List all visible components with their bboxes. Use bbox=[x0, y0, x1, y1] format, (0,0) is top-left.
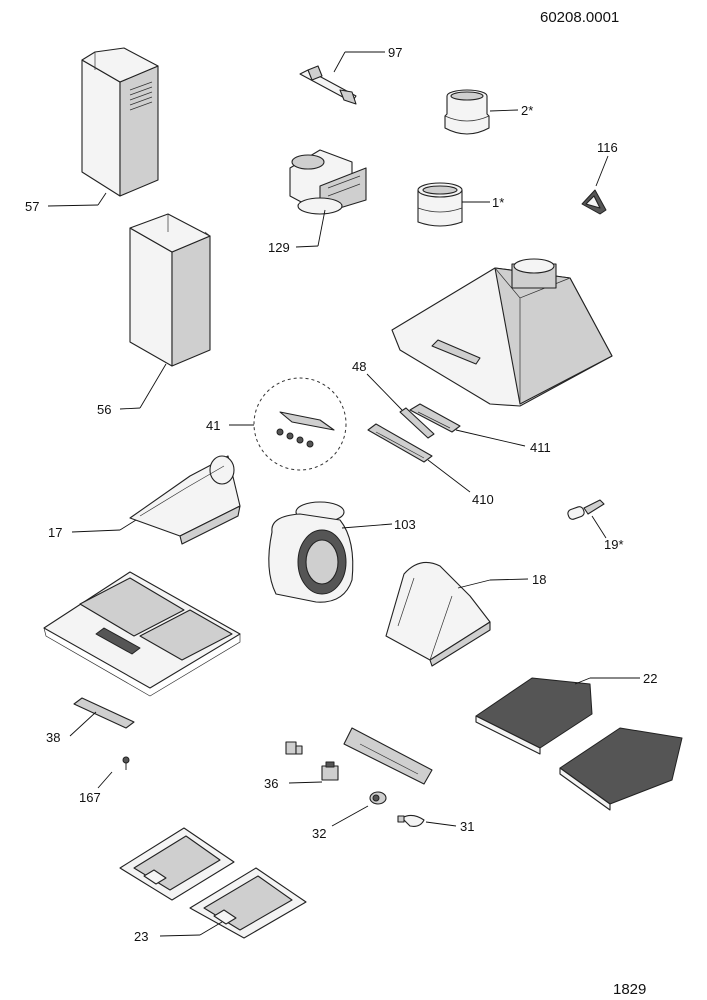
hood-base-plate bbox=[43, 571, 241, 697]
label-41: 41 bbox=[206, 418, 220, 433]
label-97: 97 bbox=[388, 45, 402, 60]
label-31: 31 bbox=[460, 819, 474, 834]
part-23-filter-b bbox=[189, 867, 307, 939]
part-167-screw bbox=[122, 756, 130, 770]
part-116-clip bbox=[581, 189, 607, 215]
label-411: 411 bbox=[530, 440, 551, 455]
part-17-housing bbox=[129, 455, 241, 545]
label-167: 167 bbox=[79, 790, 101, 805]
part-36-capacitor bbox=[321, 761, 339, 781]
part-41-control-panel bbox=[253, 377, 347, 471]
label-22: 22 bbox=[643, 671, 657, 686]
part-22-filter-b bbox=[559, 727, 683, 811]
label-23: 23 bbox=[134, 929, 148, 944]
part-32-lamp-socket bbox=[369, 791, 387, 805]
label-36: 36 bbox=[264, 776, 278, 791]
part-103-blower bbox=[268, 501, 354, 603]
part-31-lamp-bulb bbox=[397, 814, 425, 827]
label-18: 18 bbox=[532, 572, 546, 587]
part-19-lamp-holder bbox=[567, 499, 605, 520]
label-1: 1* bbox=[492, 195, 504, 210]
label-129: 129 bbox=[268, 240, 290, 255]
electronic-control-module bbox=[343, 727, 433, 785]
label-57: 57 bbox=[25, 199, 39, 214]
label-48: 48 bbox=[352, 359, 366, 374]
label-56: 56 bbox=[97, 402, 111, 417]
label-103: 103 bbox=[394, 517, 416, 532]
label-410: 410 bbox=[472, 492, 494, 507]
part-56-lower-chimney bbox=[129, 213, 211, 367]
part-22-filter-a bbox=[475, 677, 593, 755]
part-48-switch-board bbox=[399, 407, 435, 439]
part-57-upper-chimney bbox=[81, 47, 159, 197]
part-411-switch-board bbox=[409, 403, 461, 433]
small-connector bbox=[285, 741, 303, 755]
label-32: 32 bbox=[312, 826, 326, 841]
part-129-diverter bbox=[289, 149, 367, 215]
part-410-switch-board bbox=[367, 423, 433, 463]
label-2: 2* bbox=[521, 103, 533, 118]
part-97-bracket bbox=[299, 65, 357, 105]
hood-canopy bbox=[391, 258, 613, 407]
part-38-handle bbox=[73, 697, 135, 729]
page-number: 1829 bbox=[613, 981, 646, 998]
part-23-filter-a bbox=[119, 827, 235, 901]
part-2-reducer-ring bbox=[444, 89, 490, 135]
label-38: 38 bbox=[46, 730, 60, 745]
label-17: 17 bbox=[48, 525, 62, 540]
label-19: 19* bbox=[604, 537, 624, 552]
document-code: 60208.0001 bbox=[540, 9, 619, 26]
label-116: 116 bbox=[597, 140, 618, 155]
part-18-fan-cover bbox=[385, 561, 491, 667]
part-1-flange-ring bbox=[417, 182, 463, 227]
